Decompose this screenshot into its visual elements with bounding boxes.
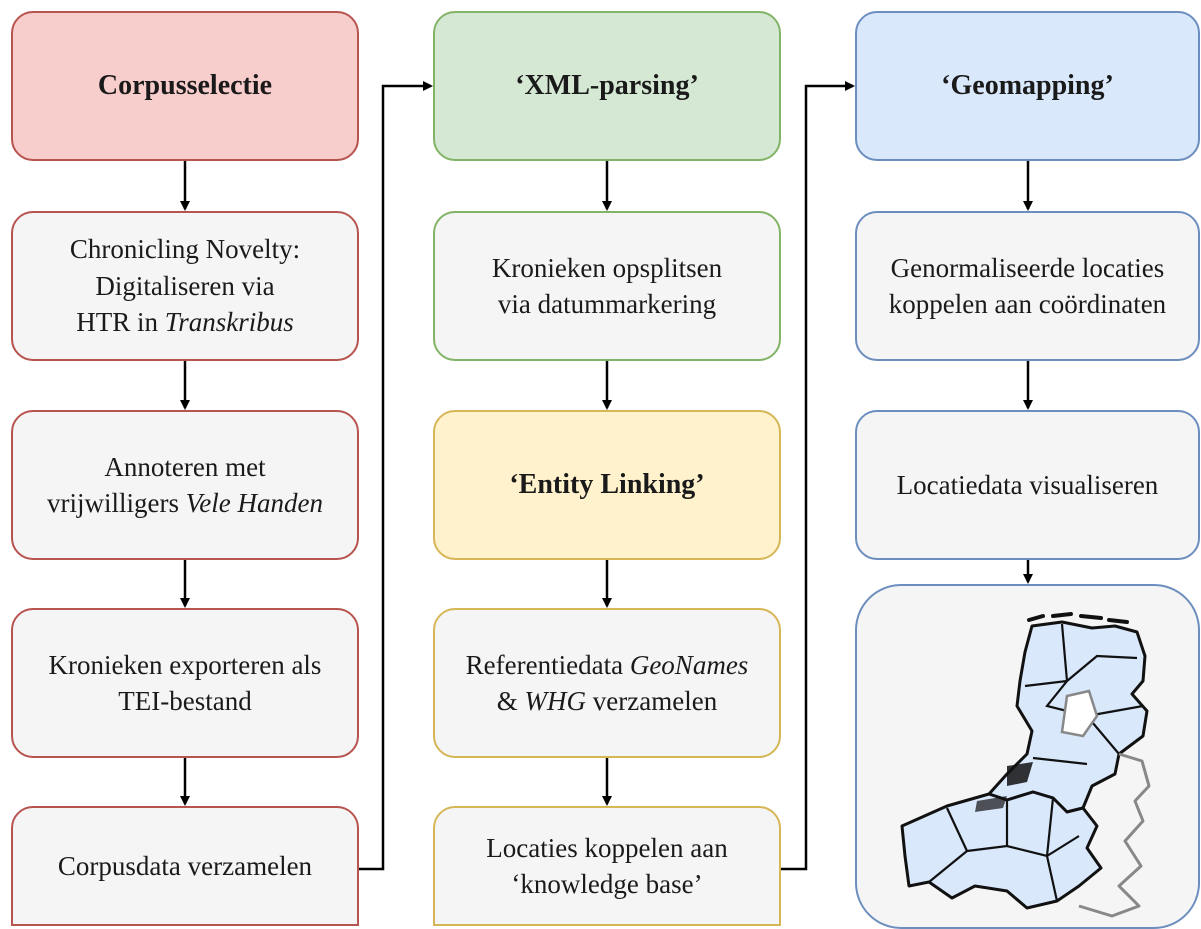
text-segment: Kronieken exporteren als [48,649,322,680]
step-locaties-koppelen: Locaties koppelen aan ‘knowledge base’ [433,806,781,926]
text-segment: Corpusdata verzamelen [57,850,313,881]
text-segment: Genormaliseerde locaties [890,252,1165,283]
step-coordinaten-text: Genormaliseerde locaties koppelen aan coö… [889,250,1166,323]
step-referentiedata-text: Referentiedata GeoNames & WHG verzamelen [466,647,749,720]
text-segment: WHG [524,686,587,716]
entity-linking-title: ‘Entity Linking’ [509,469,705,501]
text-segment: Digitaliseren via [95,270,275,301]
step-corpusdata: Corpusdata verzamelen [11,806,359,926]
step-corpusdata-text: Corpusdata verzamelen [58,848,312,884]
geomapping-title: ‘Geomapping’ [941,70,1114,102]
step-annoteren: Annoteren met vrijwilligers Vele Handen [11,410,359,560]
text-segment: Chronicling Novelty: [69,234,301,265]
geomapping-header: ‘Geomapping’ [855,11,1200,161]
text-segment: Kronieken opsplitsen [491,252,723,283]
step-opsplitsen-text: Kronieken opsplitsen via datummarkering [492,250,722,323]
text-segment: HTR in [76,307,165,338]
corpusselectie-header: Corpusselectie [11,11,359,161]
step-locaties-koppelen-text: Locaties koppelen aan ‘knowledge base’ [486,830,727,903]
xml-parsing-header: ‘XML-parsing’ [433,11,781,161]
text-segment: verzamelen [586,686,718,716]
step-coordinaten: Genormaliseerde locaties koppelen aan coö… [855,211,1200,361]
text-segment: & [496,686,525,716]
text-segment: vrijwilligers [47,488,186,518]
text-segment: Locaties koppelen aan [486,832,728,863]
text-segment: GeoNames [629,649,749,680]
text-segment: Locatiedata visualiseren [896,469,1159,500]
netherlands-belgium-map-icon [900,612,1151,918]
text-segment: Vele Handen [185,488,323,518]
text-segment: Annoteren met [104,451,266,482]
step-visualiseren: Locatiedata visualiseren [855,410,1200,560]
text-segment: Transkribus [164,307,294,338]
arrow-col1-to-col2 [359,81,433,871]
entity-linking-header: ‘Entity Linking’ [433,410,781,560]
text-segment: koppelen aan coördinaten [888,289,1167,319]
text-segment: Referentiedata [465,649,630,680]
step-opsplitsen: Kronieken opsplitsen via datummarkering [433,211,781,361]
text-segment: TEI-bestand [118,686,252,716]
step-referentiedata: Referentiedata GeoNames & WHG verzamelen [433,608,781,758]
step-visualiseren-text: Locatiedata visualiseren [897,467,1159,503]
arrow-col2-to-col3 [781,81,855,871]
text-segment: via datummarkering [497,289,717,319]
xml-parsing-title: ‘XML-parsing’ [515,70,699,102]
corpusselectie-title: Corpusselectie [97,70,273,102]
step-annoteren-text: Annoteren met vrijwilligers Vele Handen [47,449,323,522]
text-segment: ‘knowledge base’ [511,869,703,899]
map-visualisation [855,584,1200,929]
